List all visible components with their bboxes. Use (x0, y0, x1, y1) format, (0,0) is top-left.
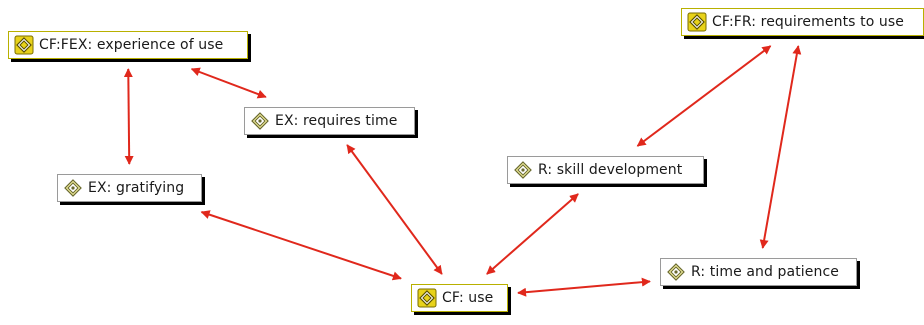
node-label: EX: gratifying (88, 180, 185, 196)
code-icon (512, 159, 534, 181)
link-gratifying-use[interactable] (200, 210, 402, 281)
node-cf-fex-experience-of-use[interactable]: CF:FEX: experience of use (8, 31, 248, 59)
link-fex-requires_time[interactable] (190, 67, 267, 99)
code-icon (665, 261, 687, 283)
node-label: R: time and patience (691, 264, 839, 280)
node-ex-gratifying[interactable]: EX: gratifying (57, 174, 202, 202)
link-fr-patience[interactable] (759, 45, 802, 249)
link-skill-use[interactable] (486, 193, 579, 275)
code-family-icon (416, 287, 438, 309)
node-label: CF:FEX: experience of use (39, 37, 224, 53)
link-requires_time-use[interactable] (346, 144, 443, 275)
code-icon (62, 177, 84, 199)
link-fex-gratifying[interactable] (123, 68, 134, 165)
node-ex-requires-time[interactable]: EX: requires time (244, 107, 415, 135)
node-cf-fr-requirements-to-use[interactable]: CF:FR: requirements to use (681, 8, 924, 36)
node-label: CF: use (442, 290, 494, 306)
link-fr-skill[interactable] (636, 45, 772, 147)
node-label: R: skill development (538, 162, 683, 178)
code-family-icon (13, 34, 35, 56)
node-label: EX: requires time (275, 113, 398, 129)
node-r-time-and-patience[interactable]: R: time and patience (660, 258, 857, 286)
node-r-skill-development[interactable]: R: skill development (507, 156, 704, 184)
node-cf-use[interactable]: CF: use (411, 284, 508, 312)
code-family-icon (686, 11, 708, 33)
node-label: CF:FR: requirements to use (712, 14, 904, 30)
link-use-patience[interactable] (517, 277, 651, 297)
code-icon (249, 110, 271, 132)
